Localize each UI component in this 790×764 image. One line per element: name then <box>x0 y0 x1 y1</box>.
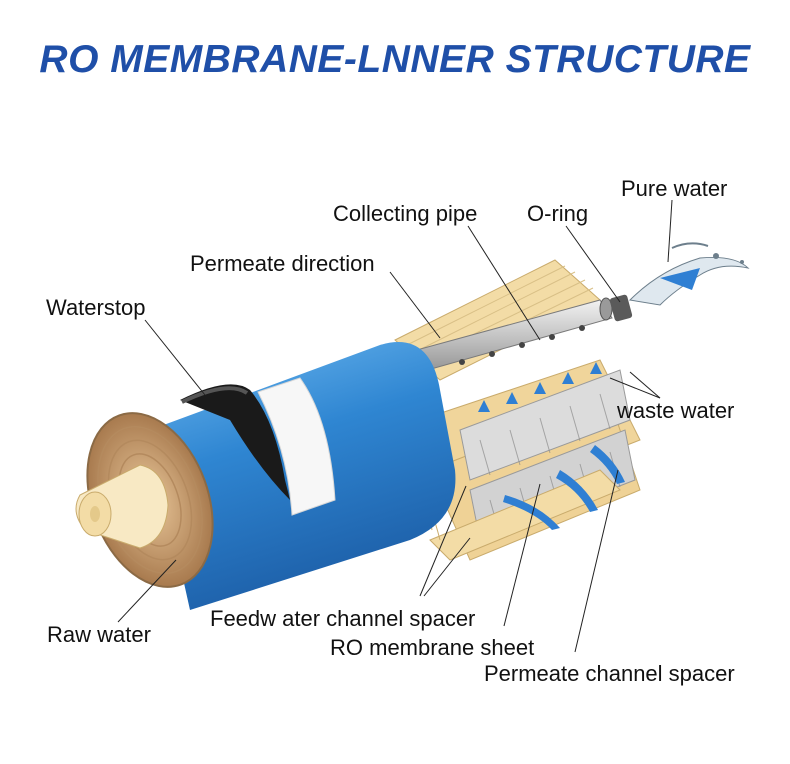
label-collecting-pipe: Collecting pipe <box>333 201 478 226</box>
leader-lines <box>117 199 673 653</box>
label-waterstop: Waterstop <box>46 295 146 320</box>
label-o-ring: O-ring <box>527 201 589 226</box>
membrane-housing <box>75 342 456 610</box>
collecting-pipe <box>379 294 633 381</box>
label-permeate-channel-spacer: Permeate channel spacer <box>484 661 735 686</box>
label-raw-water: Raw water <box>47 622 151 647</box>
pure-water-splash <box>628 242 750 306</box>
label-waste-water: waste water <box>617 398 735 423</box>
label-feed-water-channel-spacer: Feedw ater channel spacer <box>210 606 476 631</box>
label-pure-water: Pure water <box>621 176 728 201</box>
permeate-flow-arrows <box>478 362 625 530</box>
label-ro-membrane-sheet: RO membrane sheet <box>330 635 535 660</box>
page-title: RO MEMBRANE-LNNER STRUCTURE <box>39 38 751 81</box>
membrane-leaves <box>394 259 641 561</box>
label-permeate-direction: Permeate direction <box>190 251 375 276</box>
